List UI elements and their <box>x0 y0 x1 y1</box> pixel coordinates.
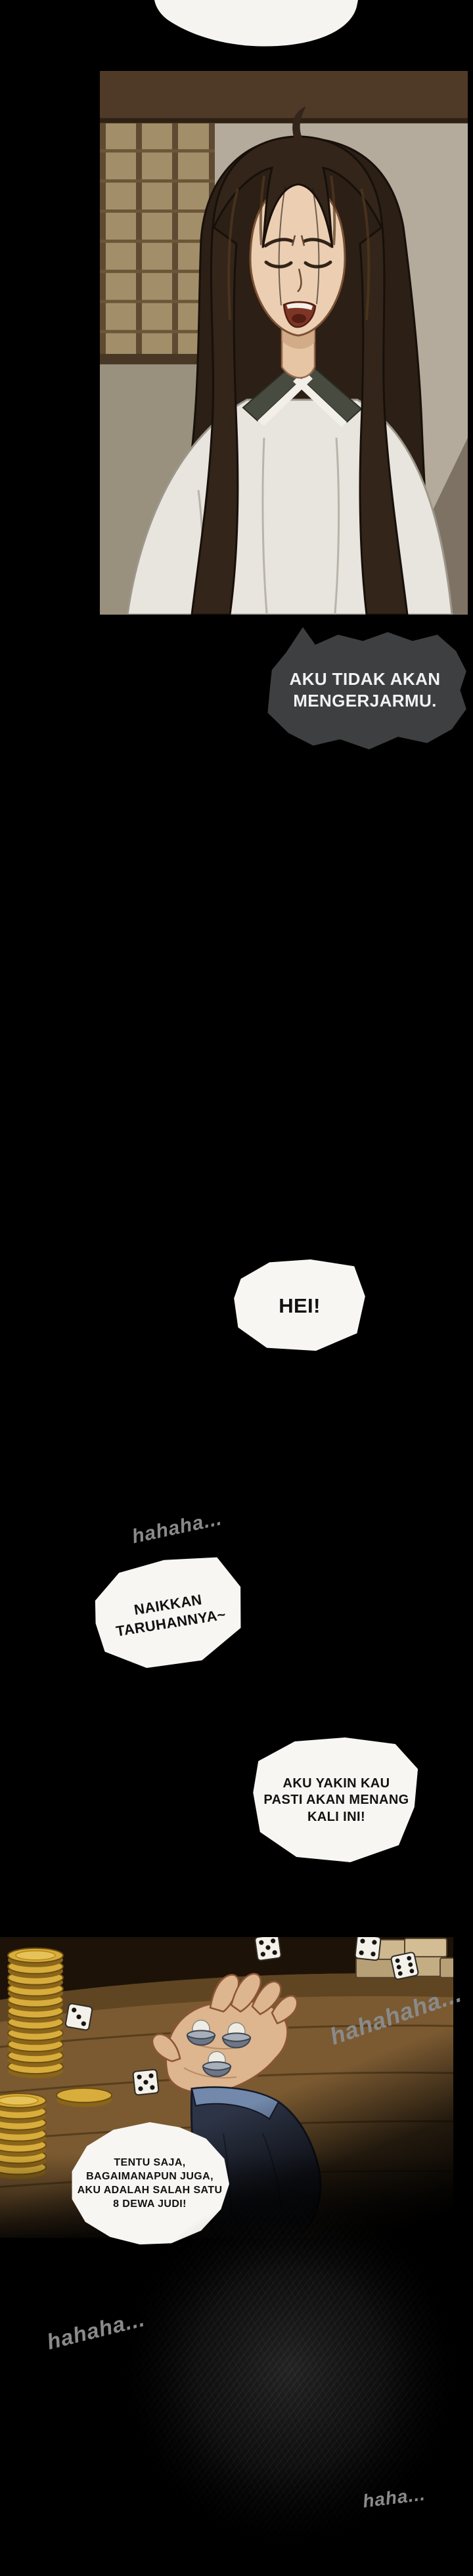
dialogue-line: BAGAIMANAPUN JUGA, <box>86 2171 214 2183</box>
dialogue-line: 8 DEWA JUDI! <box>113 2198 187 2210</box>
dialogue-line: AKU ADALAH SALAH SATU <box>77 2185 223 2196</box>
dialogue-line: PASTI AKAN MENANG <box>263 1793 409 1808</box>
dialogue-line: KALI INI! <box>307 1809 366 1824</box>
hair-front <box>212 135 384 248</box>
speech-bubble-tentu: TENTU SAJA, BAGAIMANAPUN JUGA, AKU ADALA… <box>72 2122 229 2245</box>
dialogue-line: MENGERJARMU. <box>293 691 437 710</box>
sfx-laugh: hahaha... <box>129 1507 224 1548</box>
ceiling-beam <box>100 71 468 122</box>
dialogue-line: HEI! <box>279 1294 321 1318</box>
dialogue-line: AKU TIDAK AKAN <box>289 668 441 689</box>
shadow-texture <box>117 2192 461 2549</box>
window-lattice <box>100 123 215 364</box>
dialogue-line: AKU YAKIN KAU <box>282 1776 390 1791</box>
character <box>126 106 453 615</box>
speech-bubble-naikkan: NAIKKAN TARUHANNYA~ <box>84 1546 255 1682</box>
open-mouth <box>282 301 317 328</box>
inner-collar <box>242 362 363 427</box>
dialogue-line: TENTU SAJA, <box>114 2157 186 2169</box>
speech-bubble-yakin: AKU YAKIN KAU PASTI AKAN MENANG KALI INI… <box>253 1737 418 1862</box>
speech-bubble-dark: AKU TIDAK AKAN MENGERJARMU. <box>267 627 466 750</box>
panel-character-illustration <box>100 71 468 615</box>
partial-speech-bubble <box>154 0 358 47</box>
speech-bubble-hei: HEI! <box>234 1259 365 1351</box>
